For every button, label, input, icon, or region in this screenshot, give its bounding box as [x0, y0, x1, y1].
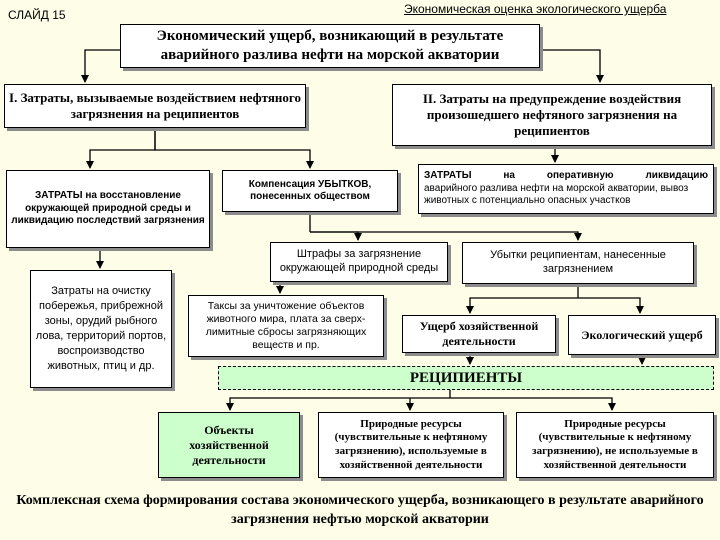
slide-topic: Экономическая оценка экологического ущер…	[404, 2, 667, 16]
recipients-label: РЕЦИПИЕНТЫ	[409, 369, 523, 386]
branch1-label: I. Затраты, вызываемые воздействием нефт…	[9, 89, 301, 121]
recipient-losses-label: Убытки реципиентам, нанесенные загрязнен…	[490, 249, 666, 275]
branch2-box: II. Затраты на предупреждение воздействи…	[392, 84, 712, 146]
arrow-compensation-fines	[310, 231, 362, 241]
objects-label: Объекты хозяйственной деятельности	[189, 422, 269, 467]
taxes-box: Таксы за уничтожение объектов животного …	[188, 295, 384, 357]
arrow-root-branch1	[81, 49, 120, 83]
taxes-label: Таксы за уничтожение объектов животного …	[205, 299, 367, 352]
operative-label-line1: ЗАТРАТЫ на оперативную ликвидацию	[424, 170, 708, 182]
operative-label-line2: аварийного разлива нефти на морской аква…	[424, 182, 689, 207]
recipients-box: РЕЦИПИЕНТЫ	[218, 366, 714, 390]
cleanup-box: Затраты на очистку побережья, прибрежной…	[30, 270, 172, 388]
recipient-losses-box: Убытки реципиентам, нанесенные загрязнен…	[462, 242, 694, 284]
slide-label: СЛАЙД 15	[8, 8, 66, 22]
resources-unused-label: Природные ресурсы (чувствительные к нефт…	[532, 417, 698, 471]
root-box: Экономический ущерб, возникающий в резул…	[120, 24, 540, 68]
compensation-box: Компенсация УБЫТКОВ, понесенных общество…	[222, 170, 398, 212]
resources-used-box: Природные ресурсы (чувствительные к нефт…	[318, 412, 504, 478]
arrow-compensation-losses	[310, 231, 582, 241]
resources-used-label: Природные ресурсы (чувствительные к нефт…	[334, 417, 488, 471]
resources-unused-box: Природные ресурсы (чувствительные к нефт…	[516, 412, 714, 478]
arrow-recipients-objects	[226, 397, 450, 411]
fines-box: Штрафы за загрязнение окружающей природн…	[270, 242, 448, 282]
root-label: Экономический ущерб, возникающий в резул…	[156, 28, 504, 63]
arrow-root-branch2	[540, 49, 604, 83]
arrow-branch1-compensation	[154, 127, 314, 169]
economic-damage-label: Ущерб хозяйственной деятельности	[419, 319, 539, 348]
restoration-label: ЗАТРАТЫ на восстановление окружающей при…	[11, 190, 205, 227]
ecological-damage-label: Экологический ущерб	[581, 327, 703, 342]
operative-box: ЗАТРАТЫ на оперативную ликвидацию аварий…	[418, 164, 714, 214]
ecological-damage-box: Экологический ущерб	[568, 315, 716, 355]
branch1-box: I. Затраты, вызываемые воздействием нефт…	[4, 84, 306, 128]
economic-damage-box: Ущерб хозяйственной деятельности	[402, 315, 556, 353]
restoration-box: ЗАТРАТЫ на восстановление окружающей при…	[6, 170, 210, 248]
objects-box: Объекты хозяйственной деятельности	[158, 412, 300, 478]
arrow-branch1-restoration	[86, 127, 156, 169]
fines-label: Штрафы за загрязнение окружающей природн…	[279, 248, 439, 274]
cleanup-label: Затраты на очистку побережья, прибрежной…	[35, 285, 167, 372]
arrow-losses-economic	[466, 297, 578, 314]
diagram-caption: Комплексная схема формирования состава э…	[16, 493, 704, 527]
arrow-recipients-unused	[450, 397, 616, 411]
compensation-label: Компенсация УБЫТКОВ, понесенных общество…	[248, 178, 372, 203]
arrow-losses-ecological	[578, 297, 644, 314]
branch2-label: II. Затраты на предупреждение воздействи…	[422, 90, 682, 139]
